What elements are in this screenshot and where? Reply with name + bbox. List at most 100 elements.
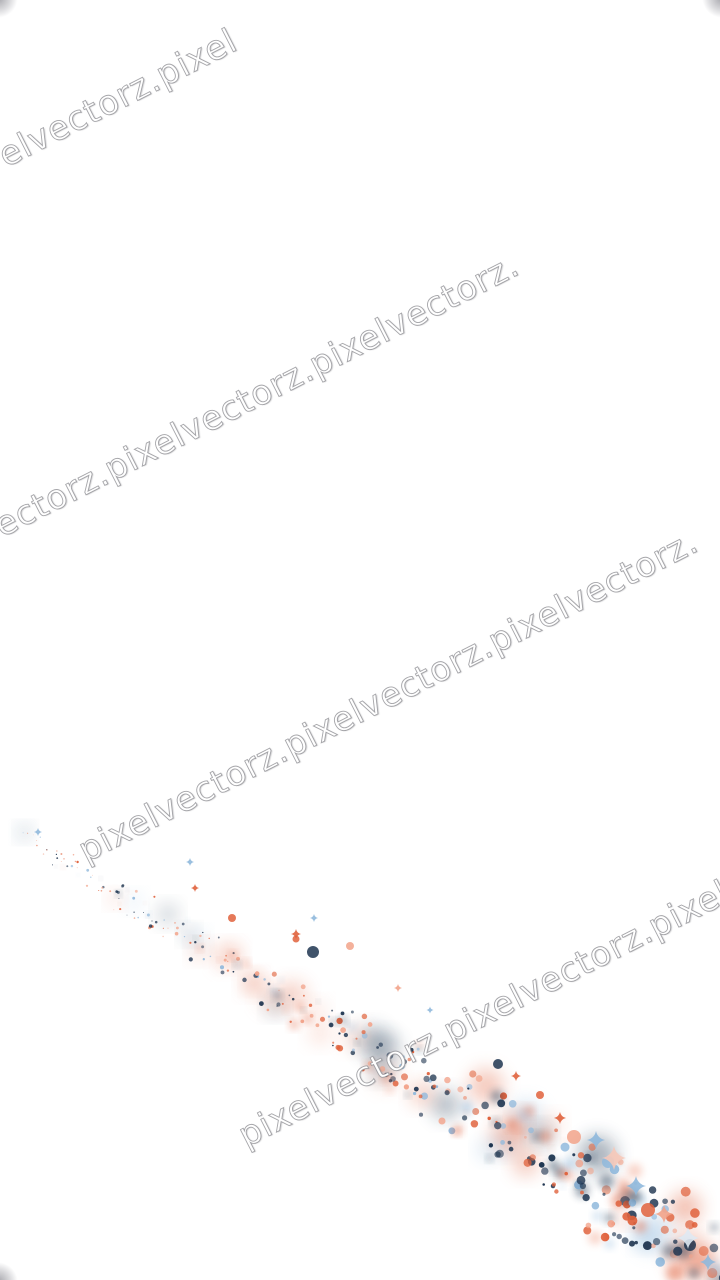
confetti-dot <box>126 914 128 916</box>
confetti-dot <box>351 1048 355 1052</box>
confetti-dot <box>655 1257 665 1267</box>
confetti-dot <box>132 896 136 900</box>
confetti-dot <box>572 1153 576 1157</box>
confetti-dot <box>561 1138 567 1144</box>
confetti-dot <box>382 1073 392 1083</box>
confetti-dot <box>328 1022 334 1028</box>
confetti-dot <box>167 927 169 929</box>
confetti-dot <box>541 1167 549 1175</box>
glow-blob <box>432 1091 460 1119</box>
confetti-dot <box>217 936 220 939</box>
confetti-dot <box>42 853 45 855</box>
glow-blob <box>15 825 30 840</box>
confetti-dot <box>631 1191 642 1203</box>
confetti-dot <box>470 1120 479 1128</box>
confetti-dot <box>118 902 121 906</box>
confetti-dot <box>539 1130 552 1143</box>
confetti-dot <box>494 1122 502 1130</box>
confetti-dot <box>76 867 78 869</box>
confetti-dot <box>409 1047 414 1052</box>
confetti-dot <box>651 1213 658 1220</box>
sparkle-stars <box>34 828 716 1270</box>
confetti-dot <box>24 833 26 835</box>
confetti-dot <box>529 1154 536 1161</box>
confetti-dot <box>559 1183 565 1189</box>
confetti-dot <box>266 1008 270 1012</box>
confetti-dot <box>463 1096 467 1100</box>
confetti-dot <box>709 1243 719 1253</box>
confetti-dot <box>660 1225 669 1234</box>
confetti-dot <box>399 1063 405 1070</box>
confetti-dot <box>174 922 176 924</box>
confetti-dot <box>524 1135 527 1139</box>
confetti-dot <box>642 1241 652 1251</box>
confetti-dot <box>444 1090 450 1096</box>
confetti-dot <box>355 1037 358 1040</box>
confetti-dot <box>350 1050 356 1056</box>
sparkle-star <box>554 1112 566 1124</box>
confetti-dot <box>202 931 204 934</box>
confetti-dot <box>629 1240 635 1247</box>
confetti-dot <box>27 832 29 834</box>
confetti-dot <box>146 913 150 917</box>
confetti-dot <box>490 1090 504 1103</box>
confetti-dot <box>60 853 63 855</box>
confetti-dot <box>542 1183 545 1186</box>
confetti-dot <box>217 958 222 962</box>
confetti-dot <box>186 918 190 922</box>
confetti-dot <box>162 927 164 929</box>
confetti-dot <box>457 1086 464 1093</box>
confetti-dot <box>340 1011 345 1016</box>
confetti-dot <box>416 1047 420 1051</box>
confetti-dot <box>528 1127 534 1134</box>
confetti-particles <box>22 832 720 1280</box>
confetti-dot <box>60 861 62 862</box>
confetti-dot <box>194 936 198 940</box>
glow-blob <box>241 973 264 995</box>
confetti-dot <box>54 865 58 868</box>
confetti-dot <box>582 1193 590 1202</box>
confetti-dot <box>66 865 69 868</box>
confetti-dot <box>405 1092 411 1098</box>
confetti-dot <box>532 1132 541 1141</box>
confetti-dot <box>162 935 164 938</box>
confetti-dot <box>303 1014 312 1024</box>
confetti-dot <box>300 984 306 990</box>
confetti-dot <box>500 1123 507 1129</box>
confetti-dot <box>219 965 225 970</box>
confetti-dot <box>688 1254 693 1258</box>
confetti-dot <box>591 1201 600 1210</box>
confetti-dot <box>615 1200 622 1207</box>
confetti-dot <box>199 934 202 938</box>
confetti-dot <box>332 1041 335 1044</box>
confetti-dot <box>400 1055 405 1060</box>
confetti-dot <box>392 1080 399 1087</box>
confetti-dot <box>331 1018 338 1025</box>
confetti-dot <box>174 934 177 936</box>
sparkle-star <box>511 1071 521 1081</box>
confetti-dot <box>327 1015 331 1018</box>
confetti-dot <box>308 1003 313 1008</box>
confetti-dot <box>116 890 119 893</box>
confetti-dot <box>421 1057 427 1064</box>
confetti-dot <box>688 1267 700 1279</box>
confetti-dot <box>163 919 166 921</box>
confetti-dot <box>585 1222 592 1229</box>
confetti-dot <box>562 1157 577 1171</box>
confetti-dot <box>289 1020 292 1023</box>
confetti-dot <box>583 1226 592 1235</box>
bokeh-dot <box>493 1059 503 1069</box>
sparkle-star <box>310 914 318 922</box>
confetti-dot <box>497 1099 506 1108</box>
confetti-dot <box>413 1086 419 1092</box>
confetti-dot <box>313 1014 316 1017</box>
confetti-dot <box>453 1128 460 1136</box>
confetti-dot <box>467 1087 470 1090</box>
confetti-dot <box>627 1215 638 1226</box>
confetti-dot <box>438 1117 446 1125</box>
sparkle-star <box>186 858 194 866</box>
confetti-dot <box>588 1231 602 1245</box>
confetti-dot <box>143 912 144 913</box>
confetti-dot <box>208 937 210 940</box>
confetti-dot <box>32 834 34 836</box>
